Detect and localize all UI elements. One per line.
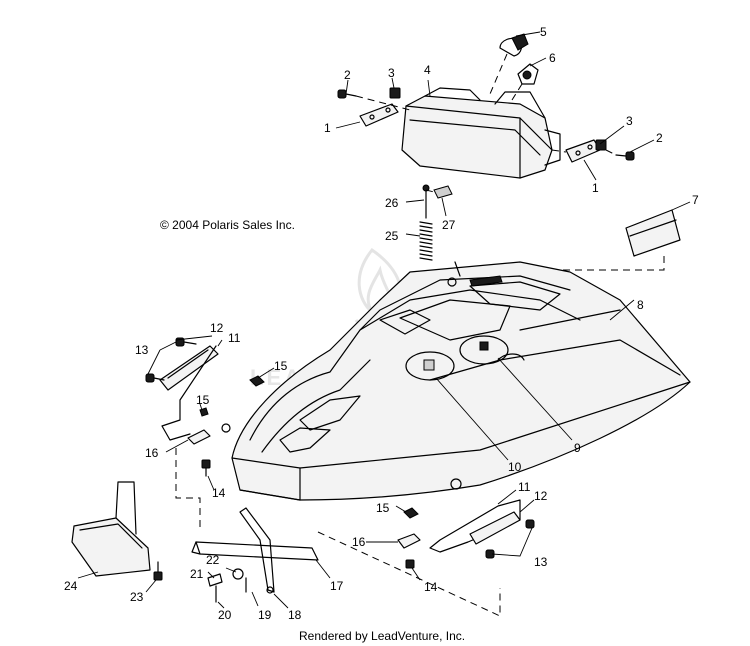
bumper-17 [191,507,319,594]
callout-13-right: 13 [534,555,548,569]
callout-3-right: 3 [626,114,633,128]
callout-14-left: 14 [212,486,226,500]
callout-16-left: 16 [145,446,159,460]
bumper-guard-24 [71,481,151,577]
callout-16-right: 16 [352,535,366,549]
callout-1-right: 1 [592,181,599,195]
callout-6: 6 [549,51,556,65]
callout-1-left: 1 [324,121,331,135]
callout-15-left-b: 15 [196,393,210,407]
headlight-housing [401,87,561,179]
callout-3-left: 3 [388,66,395,80]
callout-20: 20 [218,608,232,622]
callout-13-left: 13 [135,343,149,357]
callout-18: 18 [288,608,302,622]
strap-12-left [159,345,219,391]
headlight-bracket-right [565,139,601,163]
callout-4: 4 [424,63,431,77]
bolt-26 [422,184,430,219]
footer-credit: Rendered by LeadVenture, Inc. [299,629,465,643]
callout-12-left: 12 [210,321,224,335]
callout-15-right: 15 [376,501,390,515]
callout-9: 9 [574,441,581,455]
hood [231,261,691,501]
callout-22: 22 [206,553,220,567]
callout-12-right: 12 [534,489,548,503]
bolt-13-right [485,519,535,559]
screw-left [337,89,357,99]
bumper-hardware [207,568,247,603]
callout-24: 24 [64,579,78,593]
screw-14-right [405,559,415,569]
nut-15-left [199,375,265,433]
callout-10: 10 [508,460,522,474]
nut-left [389,87,401,99]
callout-25: 25 [385,229,399,243]
bracket-11-right [429,499,521,553]
callout-17: 17 [330,579,344,593]
bolt-13-left [145,337,197,383]
callout-8: 8 [637,298,644,312]
callout-11-left: 11 [228,331,241,345]
nut-15-right [403,478,462,519]
callout-15-left-a: 15 [274,359,288,373]
strap-12-right [469,511,521,545]
screw-14-left [201,459,211,477]
clip-16-right [397,533,421,549]
callout-7: 7 [692,193,699,207]
callout-2-right: 2 [656,131,663,145]
headlight-bulb [499,33,529,57]
side-panel-7 [625,209,681,257]
callout-11-right: 11 [518,480,531,494]
spring-25 [419,221,433,261]
callout-26: 26 [385,196,399,210]
callout-2-left: 2 [344,68,351,82]
callout-27: 27 [442,218,456,232]
copyright-text: © 2004 Polaris Sales Inc. [160,218,295,232]
hood-fastener-9 [459,335,509,365]
clip-16-left [187,429,211,445]
headlight-bracket-left [359,103,399,127]
callout-23: 23 [130,590,144,604]
hood-fastener-10 [405,351,455,381]
callout-5: 5 [540,25,547,39]
callout-19: 19 [258,608,272,622]
callout-21: 21 [190,567,204,581]
screw-right [615,151,635,161]
nut-right [595,139,607,151]
callout-14-right: 14 [424,580,438,594]
screw-23 [153,561,163,581]
bulb-socket [517,63,539,85]
bracket-11-left [161,345,217,441]
clip-27 [433,185,453,199]
